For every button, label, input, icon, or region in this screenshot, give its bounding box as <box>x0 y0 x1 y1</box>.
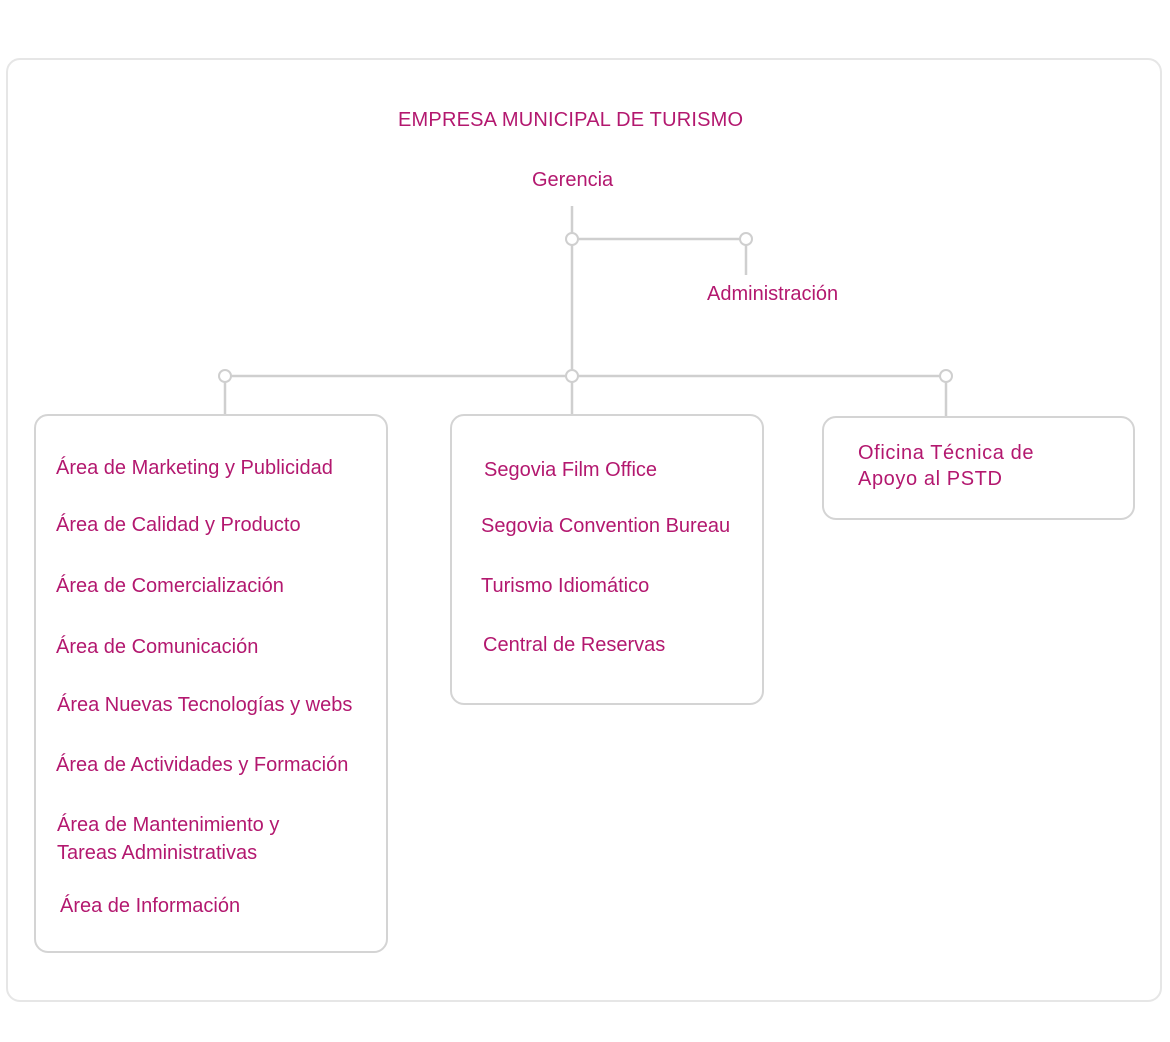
diagram-title: EMPRESA MUNICIPAL DE TURISMO <box>398 109 744 131</box>
box-areas-item: Área de Mantenimiento y Tareas Administr… <box>57 814 280 864</box>
node-dot-left <box>218 369 232 383</box>
box-areas-item: Área de Calidad y Producto <box>56 514 301 536</box>
node-dot-right <box>939 369 953 383</box>
box-oficina-item: Oficina Técnica de Apoyo al PSTD <box>858 442 1035 490</box>
box-areas-item: Área de Actividades y Formación <box>56 754 349 776</box>
node-dot-center <box>565 369 579 383</box>
box-oficina <box>822 416 1135 520</box>
diagram-frame <box>6 58 1162 1002</box>
box-servicios-item: Turismo Idiomático <box>481 575 650 597</box>
box-servicios-item: Segovia Film Office <box>484 459 658 481</box>
node-administracion: Administración <box>707 283 839 305</box>
box-servicios <box>450 414 764 705</box>
box-servicios-item: Segovia Convention Bureau <box>481 515 731 537</box>
box-areas-item: Área de Comercialización <box>56 575 284 597</box>
box-areas-item: Área de Comunicación <box>56 636 259 658</box>
box-servicios-item: Central de Reservas <box>483 634 666 656</box>
node-gerencia: Gerencia <box>532 169 614 191</box>
box-areas-item: Área de Información <box>60 895 241 917</box>
node-dot-gerencia <box>565 232 579 246</box>
node-dot-admin <box>739 232 753 246</box>
box-areas <box>34 414 388 953</box>
box-areas-item: Área de Marketing y Publicidad <box>56 457 333 479</box>
box-areas-item: Área Nuevas Tecnologías y webs <box>57 694 353 716</box>
